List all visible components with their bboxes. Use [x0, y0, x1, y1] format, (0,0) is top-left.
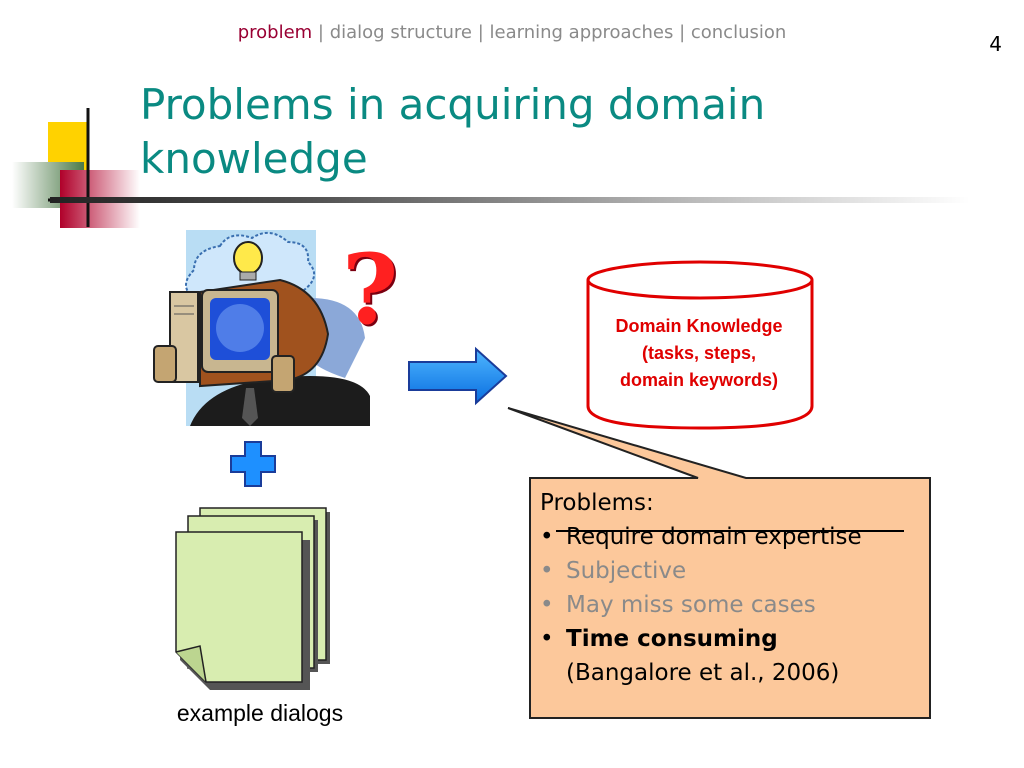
bullet: • [540, 626, 554, 652]
problem-item: • Subjective [540, 554, 930, 588]
database-label: Domain Knowledge (tasks, steps, domain k… [588, 313, 810, 394]
problems-list: Problems: • Require domain expertise • Sub… [540, 486, 930, 690]
problem-item-text: Time consuming [566, 626, 778, 652]
bullet: • [540, 524, 554, 550]
question-mark-icon: ? ? [342, 243, 400, 333]
problem-item-text: May miss some cases [566, 592, 816, 618]
problem-item-text: Require domain expertise [566, 524, 862, 550]
documents-icon [175, 507, 330, 690]
problem-item: • Require domain expertise [540, 520, 930, 554]
person-computer-icon [153, 230, 370, 426]
svg-text:?: ? [342, 243, 398, 333]
slide-title: Problems in acquiring domain knowledge [140, 80, 766, 183]
database-label-line-1: Domain Knowledge [615, 316, 783, 336]
nav-active-item[interactable]: problem [237, 22, 313, 43]
bullet: • [540, 592, 554, 618]
title-decoration [12, 108, 140, 228]
problem-item: • Time consuming [540, 622, 930, 656]
problem-item-text: Subjective [566, 558, 687, 584]
right-arrow-icon [408, 346, 508, 406]
problems-heading: Problems: [540, 490, 654, 516]
page-number: 4 [989, 32, 1002, 56]
database-label-line-2: (tasks, steps, [641, 343, 757, 363]
section-nav: problem | dialog structure | learning ap… [0, 22, 1024, 43]
nav-other-items[interactable]: | dialog structure | learning approaches… [312, 22, 787, 43]
problem-item: • May miss some cases [540, 588, 930, 622]
documents-caption: example dialogs [176, 700, 344, 726]
database-label-line-3: domain keywords) [619, 370, 779, 390]
title-divider [50, 197, 970, 203]
database-icon [586, 260, 814, 430]
problems-callout [507, 407, 931, 719]
citation: (Bangalore et al., 2006) [566, 660, 840, 686]
bullet: • [540, 558, 554, 584]
plus-icon [230, 441, 276, 487]
svg-text:?: ? [344, 243, 400, 333]
strikethrough-line [556, 530, 904, 532]
